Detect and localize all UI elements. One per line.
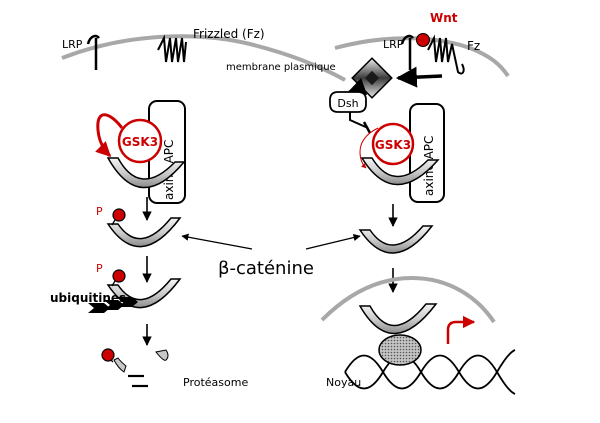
inhibition-bar: [362, 121, 372, 134]
lrp-right-icon: [400, 34, 414, 70]
degraded-fragments: [101, 348, 169, 388]
membrane-left: [61, 34, 346, 82]
ubiquitin-chain-icon: [88, 297, 138, 313]
gsk3-right-weak-arrow: [359, 127, 379, 169]
lrp-right-label: LRP: [383, 38, 404, 51]
transcription-activation-arrow: [446, 315, 476, 344]
ubiquitines-label: ubiquitines: [50, 291, 126, 305]
wnt-label: Wnt: [430, 11, 458, 25]
frizzled-label: Frizzled (Fz): [193, 27, 265, 41]
lrp-left-label: LRP: [62, 38, 83, 51]
dsh-box: [329, 91, 367, 113]
gsk3-left: [117, 118, 163, 164]
beta-catenin-label: β-caténine: [218, 258, 314, 279]
lrp-left-icon: [86, 34, 100, 70]
fz-right-label: Fz: [467, 39, 480, 53]
nuclear-membrane: [320, 275, 496, 324]
gsk3-right: [371, 122, 415, 166]
noyau-label: Noyau: [326, 376, 361, 389]
beta-catenin-nuclear: [358, 303, 438, 335]
beta-catenin-free: [358, 225, 434, 254]
gsk3-right-label: GSK3: [375, 138, 411, 152]
proteasome-label: Protéasome: [183, 376, 248, 389]
beta-catenin-complex-right: [360, 157, 440, 186]
membrane-right: [334, 36, 510, 78]
phospho-label-2: P: [96, 262, 103, 275]
transcription-factor-icon: [378, 334, 422, 366]
fz-to-complex-arrow: [395, 66, 443, 88]
dsh-label: Dsh: [337, 97, 358, 110]
left-panel: LRP Frizzled (Fz) membrane plasmique axi…: [50, 27, 346, 389]
gsk3-left-activity-arrow: [95, 113, 124, 158]
wnt-ligand-icon: [416, 33, 430, 47]
beta-catenin-complex-left: [106, 157, 186, 189]
beta-catenin-phospho-left: [106, 217, 182, 248]
right-panel: LRP Wnt Fz Dsh axine APC GSK3: [320, 11, 516, 395]
phosphate-2: [112, 269, 126, 283]
pointer-left: [181, 233, 253, 250]
fz-right-icon: [427, 34, 465, 75]
dsh-inhibition-line: [349, 112, 369, 129]
frizzled-icon: [157, 34, 187, 63]
gsk3-left-label: GSK3: [122, 135, 158, 149]
dna-helix: [344, 349, 516, 395]
membrane-label: membrane plasmique: [226, 62, 336, 73]
phosphate-1: [112, 208, 126, 222]
pointer-right: [305, 234, 361, 250]
phospho-label-1: P: [96, 205, 103, 218]
